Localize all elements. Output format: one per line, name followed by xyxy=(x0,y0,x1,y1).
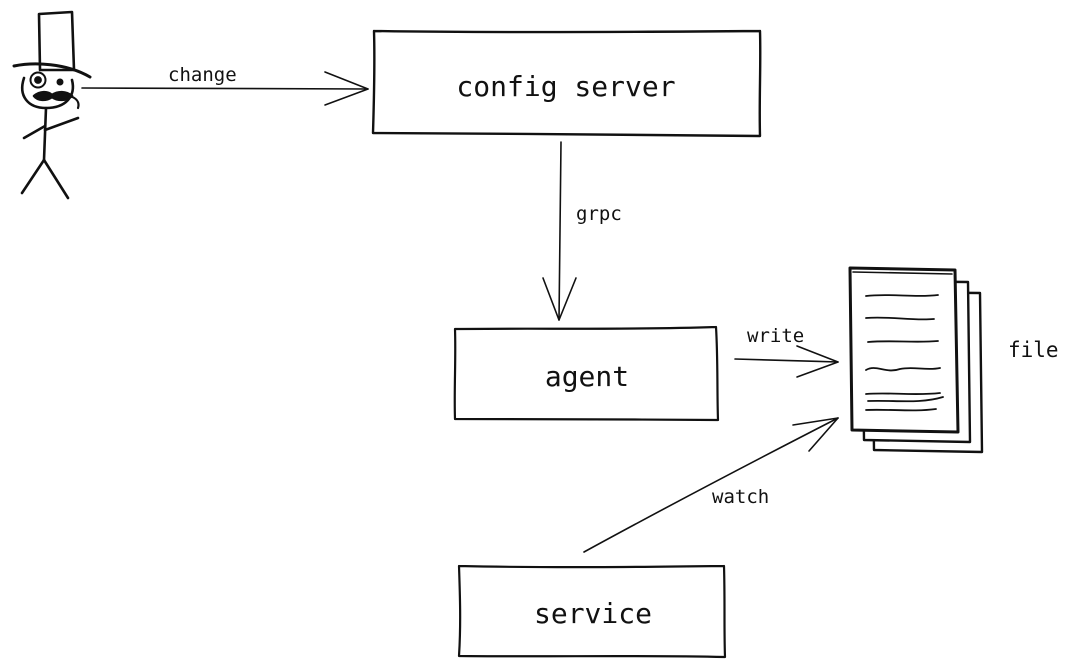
watch-label: watch xyxy=(712,486,769,508)
stick-figure-with-top-hat-icon xyxy=(12,10,92,200)
document-stack-icon xyxy=(848,266,984,454)
agent-label: agent xyxy=(545,360,629,393)
agent-box[interactable]: agent xyxy=(453,325,720,422)
change-label: change xyxy=(168,64,237,86)
grpc-label: grpc xyxy=(576,203,622,225)
write-label: write xyxy=(747,325,804,347)
change-arrow xyxy=(81,71,369,106)
service-label: service xyxy=(534,597,652,630)
write-arrow xyxy=(734,345,839,378)
grpc-arrow xyxy=(542,141,577,321)
file-label: file xyxy=(1008,338,1059,362)
config-server-label: config server xyxy=(456,70,675,103)
watch-arrow xyxy=(583,417,839,553)
config-server-box[interactable]: config server xyxy=(371,29,762,138)
service-box[interactable]: service xyxy=(457,564,727,659)
